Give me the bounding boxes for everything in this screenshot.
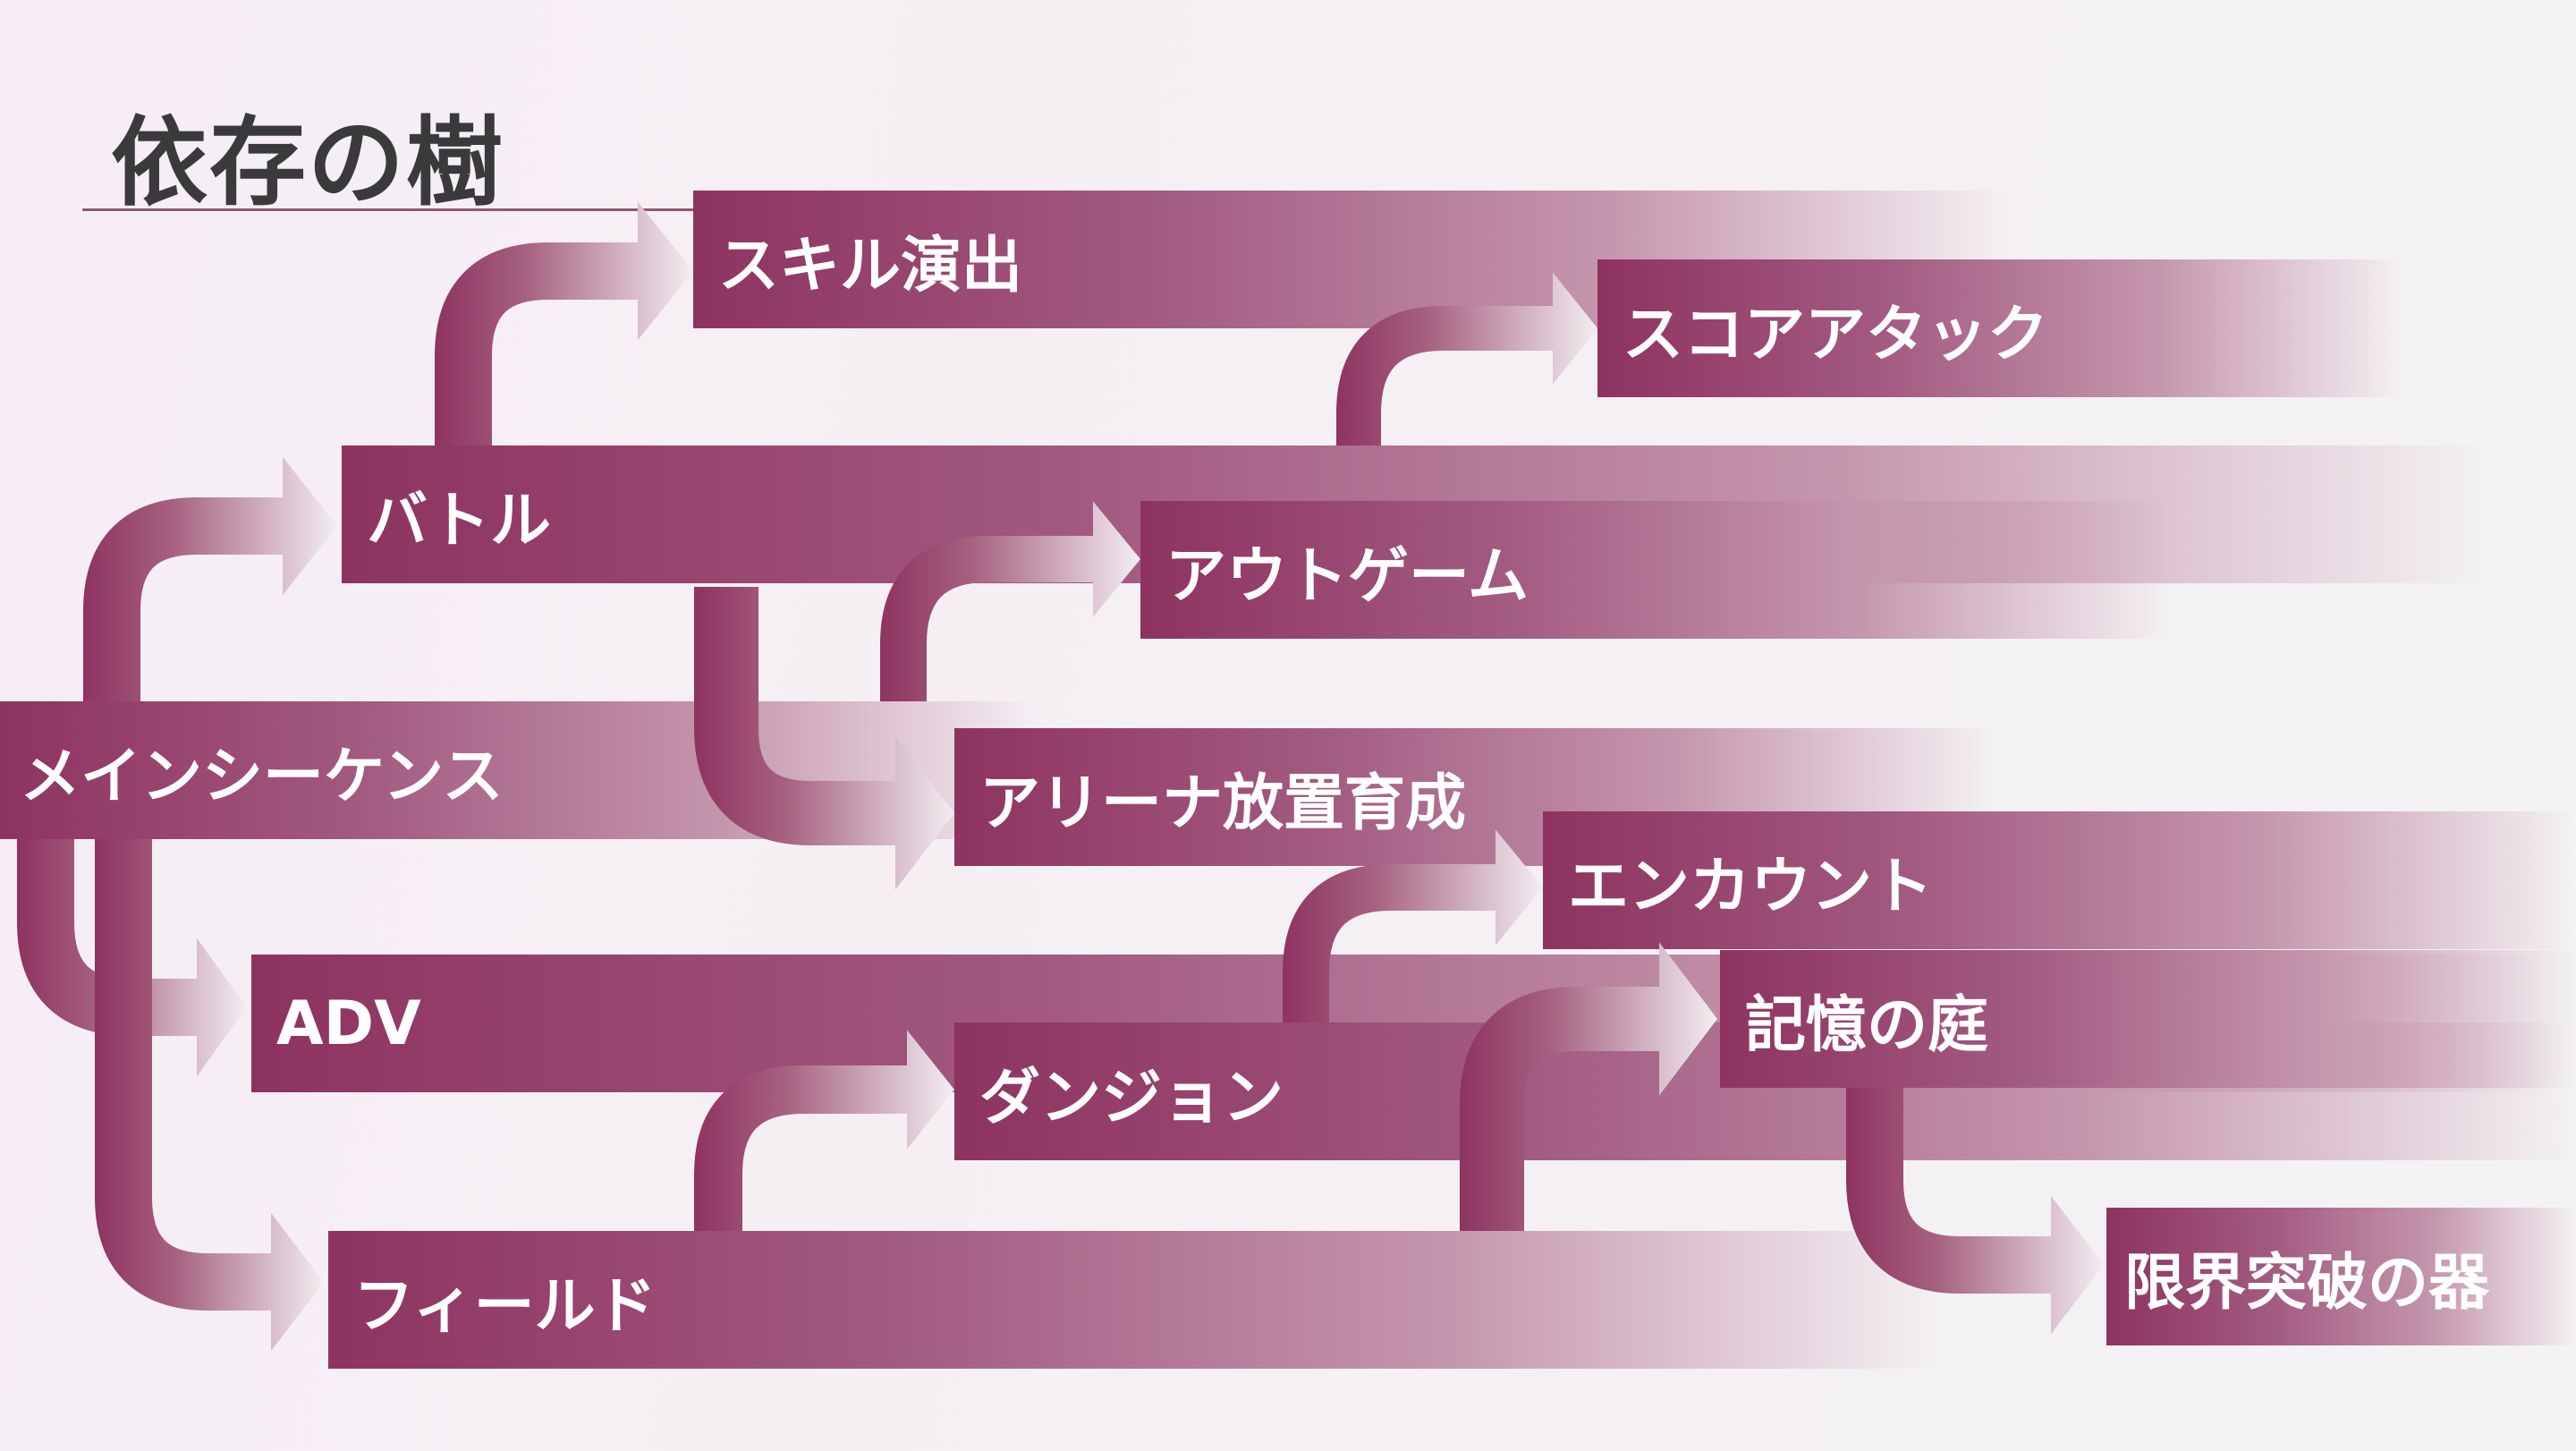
title-divider bbox=[82, 208, 1134, 211]
arrow-shaft bbox=[880, 536, 1095, 701]
arrow-shaft bbox=[1283, 864, 1497, 1022]
arrow-shaft bbox=[1460, 987, 1661, 1231]
node-garden: 記憶の庭 bbox=[1720, 950, 2576, 1088]
node-field: フィールド bbox=[328, 1231, 1938, 1369]
arrow-shaft bbox=[83, 497, 284, 701]
arrow-head-icon bbox=[907, 1030, 954, 1150]
page-title: 依存の樹 bbox=[111, 107, 505, 219]
arrow-shaft bbox=[694, 587, 897, 845]
arrow-head-icon bbox=[271, 1212, 324, 1352]
arrow-head-icon bbox=[1093, 501, 1140, 617]
arrow-shaft bbox=[435, 242, 640, 445]
node-arena: アリーナ放置育成 bbox=[954, 728, 1992, 866]
node-score: スコアアタック bbox=[1597, 259, 2402, 397]
arrow-shaft bbox=[1336, 306, 1555, 445]
arrow-shaft bbox=[694, 1065, 909, 1231]
node-encount: エンカウント bbox=[1543, 811, 2576, 949]
arrow-head-icon bbox=[283, 456, 337, 596]
arrow-shaft bbox=[95, 839, 273, 1311]
arrow-head-icon bbox=[1659, 942, 1717, 1096]
arrow-shaft bbox=[1846, 1088, 2053, 1294]
node-limit: 限界突破の器 bbox=[2106, 1208, 2576, 1345]
arrow-head-icon bbox=[895, 736, 954, 890]
arrow-head-icon bbox=[1496, 829, 1543, 946]
arrow-head-icon bbox=[197, 938, 247, 1077]
arrow-head-icon bbox=[1553, 272, 1597, 385]
arrow-head-icon bbox=[2051, 1195, 2104, 1335]
node-outgame: アウトゲーム bbox=[1140, 501, 2169, 639]
arrow-head-icon bbox=[638, 201, 693, 341]
